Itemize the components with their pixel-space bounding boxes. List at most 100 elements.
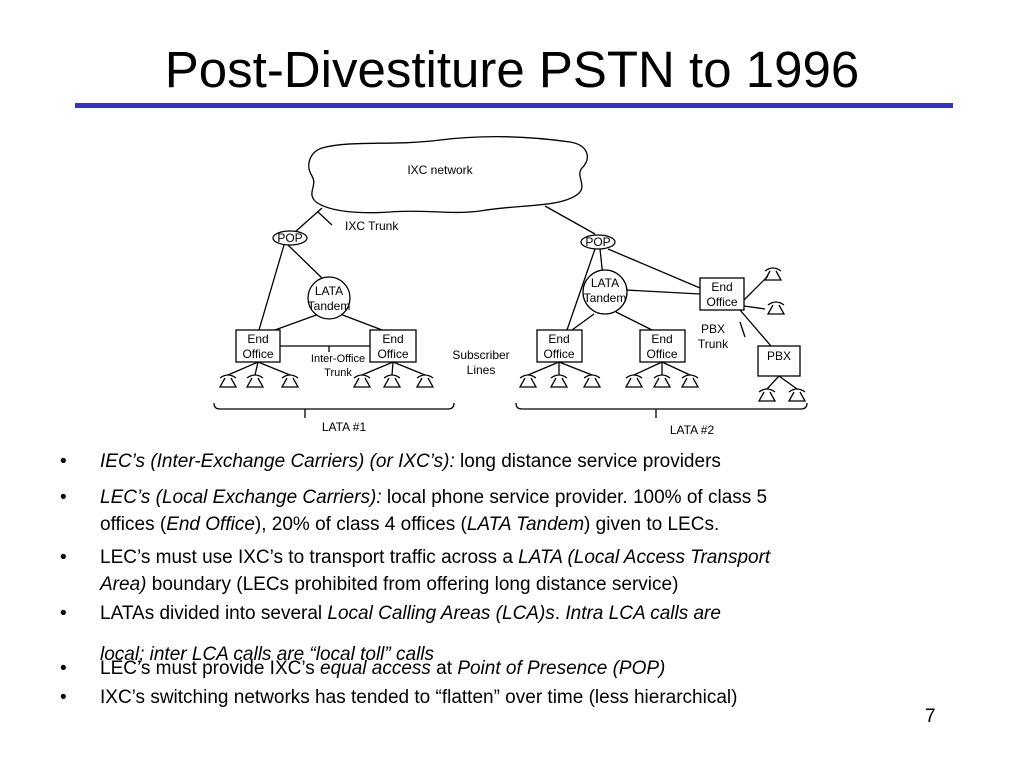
- italic-term: equal access: [320, 658, 431, 679]
- subscriber-line: [227, 361, 259, 376]
- end-office-2c-label-line2: Office: [706, 295, 737, 309]
- end-office-2b: [639, 329, 686, 363]
- italic-term: Point of Presence (POP): [457, 658, 666, 679]
- bullet-line-2: local; inter LCA calls are “local toll” …: [100, 641, 960, 668]
- text-run: LEC’s must use IXC’s to transport traffi…: [100, 547, 519, 568]
- lata-tandem-1-label-line2: Tandem: [308, 299, 351, 313]
- ixc-network-cloud: [308, 136, 588, 214]
- telephone-icon: [245, 374, 265, 388]
- subscriber-line: [392, 361, 426, 376]
- end-office-2b-label-line1: End: [651, 332, 672, 346]
- lata2-label: LATA #2: [670, 423, 715, 437]
- italic-term: End Office: [166, 514, 255, 535]
- subscriber-line: [558, 361, 593, 376]
- bullet-flatten: •IXC’s switching networks has tended to …: [60, 684, 960, 711]
- telephone-icon: [787, 388, 807, 402]
- telephone-icon: [518, 374, 538, 388]
- text-run: .: [554, 603, 566, 624]
- bullet-line-2: Area) boundary (LECs prohibited from off…: [100, 571, 960, 598]
- text-run: offices (: [100, 514, 167, 535]
- end-office-1a-label-line1: End: [247, 332, 268, 346]
- italic-term: IEC’s (Inter-Exchange Carriers) (or IXC’…: [100, 451, 455, 472]
- text-run: LEC’s must provide IXC’s: [100, 658, 320, 679]
- end-office-1a-label-line2: Office: [242, 347, 273, 361]
- telephone-icon: [680, 374, 700, 388]
- telephone-icon: [763, 267, 783, 281]
- text-run: local phone service provider. 100% of cl…: [381, 487, 768, 508]
- subscriber-lines-label-line1: Subscriber: [452, 348, 509, 362]
- italic-term: Intra LCA calls are: [565, 603, 721, 624]
- pop-node-lata1: [272, 230, 308, 246]
- pop-label-1: POP: [277, 231, 302, 245]
- lata1-label: LATA #1: [322, 420, 367, 434]
- bullet-line-2: offices (End Office), 20% of class 4 off…: [100, 511, 960, 538]
- end-office-2a-label-line1: End: [548, 332, 569, 346]
- bullet-lca: •LATAs divided into several Local Callin…: [60, 600, 960, 668]
- telephone-icon: [280, 374, 300, 388]
- bullet-line: LEC’s must provide IXC’s equal access at…: [100, 655, 960, 682]
- page-number: 7: [925, 706, 936, 727]
- bullet-lata-transport: •LEC’s must use IXC’s to transport traff…: [60, 544, 960, 598]
- text-run: long distance service providers: [454, 451, 721, 472]
- italic-term: Area): [100, 574, 147, 595]
- pstn-network-diagram: IXC network IXC Trunk POP POP LATA Tande…: [213, 136, 808, 437]
- subscriber-line: [527, 361, 560, 376]
- bullet-line: IEC’s (Inter-Exchange Carriers) (or IXC’…: [100, 448, 960, 475]
- text-run: ), 20% of class 4 offices (: [254, 514, 467, 535]
- telephone-icon: [549, 374, 569, 388]
- bullet-line: IXC’s switching networks has tended to “…: [100, 684, 960, 711]
- bullet-equal-access: •LEC’s must provide IXC’s equal access a…: [60, 655, 960, 682]
- italic-term: local; inter LCA calls are “local toll” …: [100, 644, 435, 665]
- subscriber-line: [257, 361, 291, 376]
- lata-tandem-2-label-line1: LATA: [591, 276, 619, 290]
- italic-term: LATA Tandem: [466, 514, 585, 535]
- telephone-icon: [415, 374, 435, 388]
- bullet-line: LEC’s must use IXC’s to transport traffi…: [100, 544, 960, 571]
- end-office-1b-label-line1: End: [382, 332, 403, 346]
- ixc-network-label: IXC network: [407, 163, 473, 177]
- end-office-2c: [699, 277, 745, 311]
- end-office-1b-label-line2: Office: [377, 347, 408, 361]
- inter-office-trunk-label-line1: Inter-Office: [311, 353, 365, 365]
- telephone-icon: [766, 301, 786, 315]
- subscriber-line: [778, 375, 798, 390]
- pop-node-lata2: [580, 234, 616, 250]
- pbx-label: PBX: [767, 349, 791, 363]
- bullet-iec: •IEC’s (Inter-Exchange Carriers) (or IXC…: [60, 448, 960, 475]
- text-run: IXC’s switching networks has tended to “…: [100, 687, 738, 708]
- inter-office-trunk-label-line2: Trunk: [324, 367, 352, 379]
- lata-tandem-2: [582, 269, 628, 315]
- text-run: ) given to LECs.: [584, 514, 720, 535]
- text-run: at: [430, 658, 458, 679]
- lata2-bracket: [515, 402, 808, 410]
- subscriber-line: [361, 361, 394, 376]
- bullet-line: LEC’s (Local Exchange Carriers): local p…: [100, 484, 960, 511]
- subscriber-line: [661, 361, 691, 376]
- telephone-icon: [352, 374, 372, 388]
- end-office-2a-label-line2: Office: [543, 347, 574, 361]
- lata-tandem-1-label-line1: LATA: [315, 284, 343, 298]
- italic-term: Local Calling Areas (LCA)s: [327, 603, 555, 624]
- ixc-trunk-label: IXC Trunk: [345, 219, 399, 233]
- telephone-icon: [652, 374, 672, 388]
- end-office-2c-label-line1: End: [711, 280, 732, 294]
- pbx-box: [757, 345, 801, 377]
- italic-term: LATA (Local Access Transport: [518, 547, 771, 568]
- telephone-icon: [382, 374, 402, 388]
- telephone-icon: [218, 374, 238, 388]
- end-office-2a: [536, 329, 583, 363]
- pbx-trunk-label-line2: Trunk: [698, 337, 729, 351]
- title-underline: [75, 103, 953, 108]
- subscriber-line: [766, 375, 780, 390]
- bullet-lec: •LEC’s (Local Exchange Carriers): local …: [60, 484, 960, 538]
- lata-tandem-2-label-line2: Tandem: [584, 291, 627, 305]
- end-office-2b-label-line2: Office: [646, 347, 677, 361]
- lata-tandem-1: [307, 276, 351, 320]
- telephone-icon: [582, 374, 602, 388]
- end-office-1b: [369, 329, 417, 363]
- italic-term: LEC’s (Local Exchange Carriers):: [100, 487, 382, 508]
- telephone-icon: [624, 374, 644, 388]
- subscriber-lines-label-line2: Lines: [467, 363, 496, 377]
- bullet-line: LATAs divided into several Local Calling…: [100, 600, 960, 627]
- pop-label-2: POP: [585, 235, 610, 249]
